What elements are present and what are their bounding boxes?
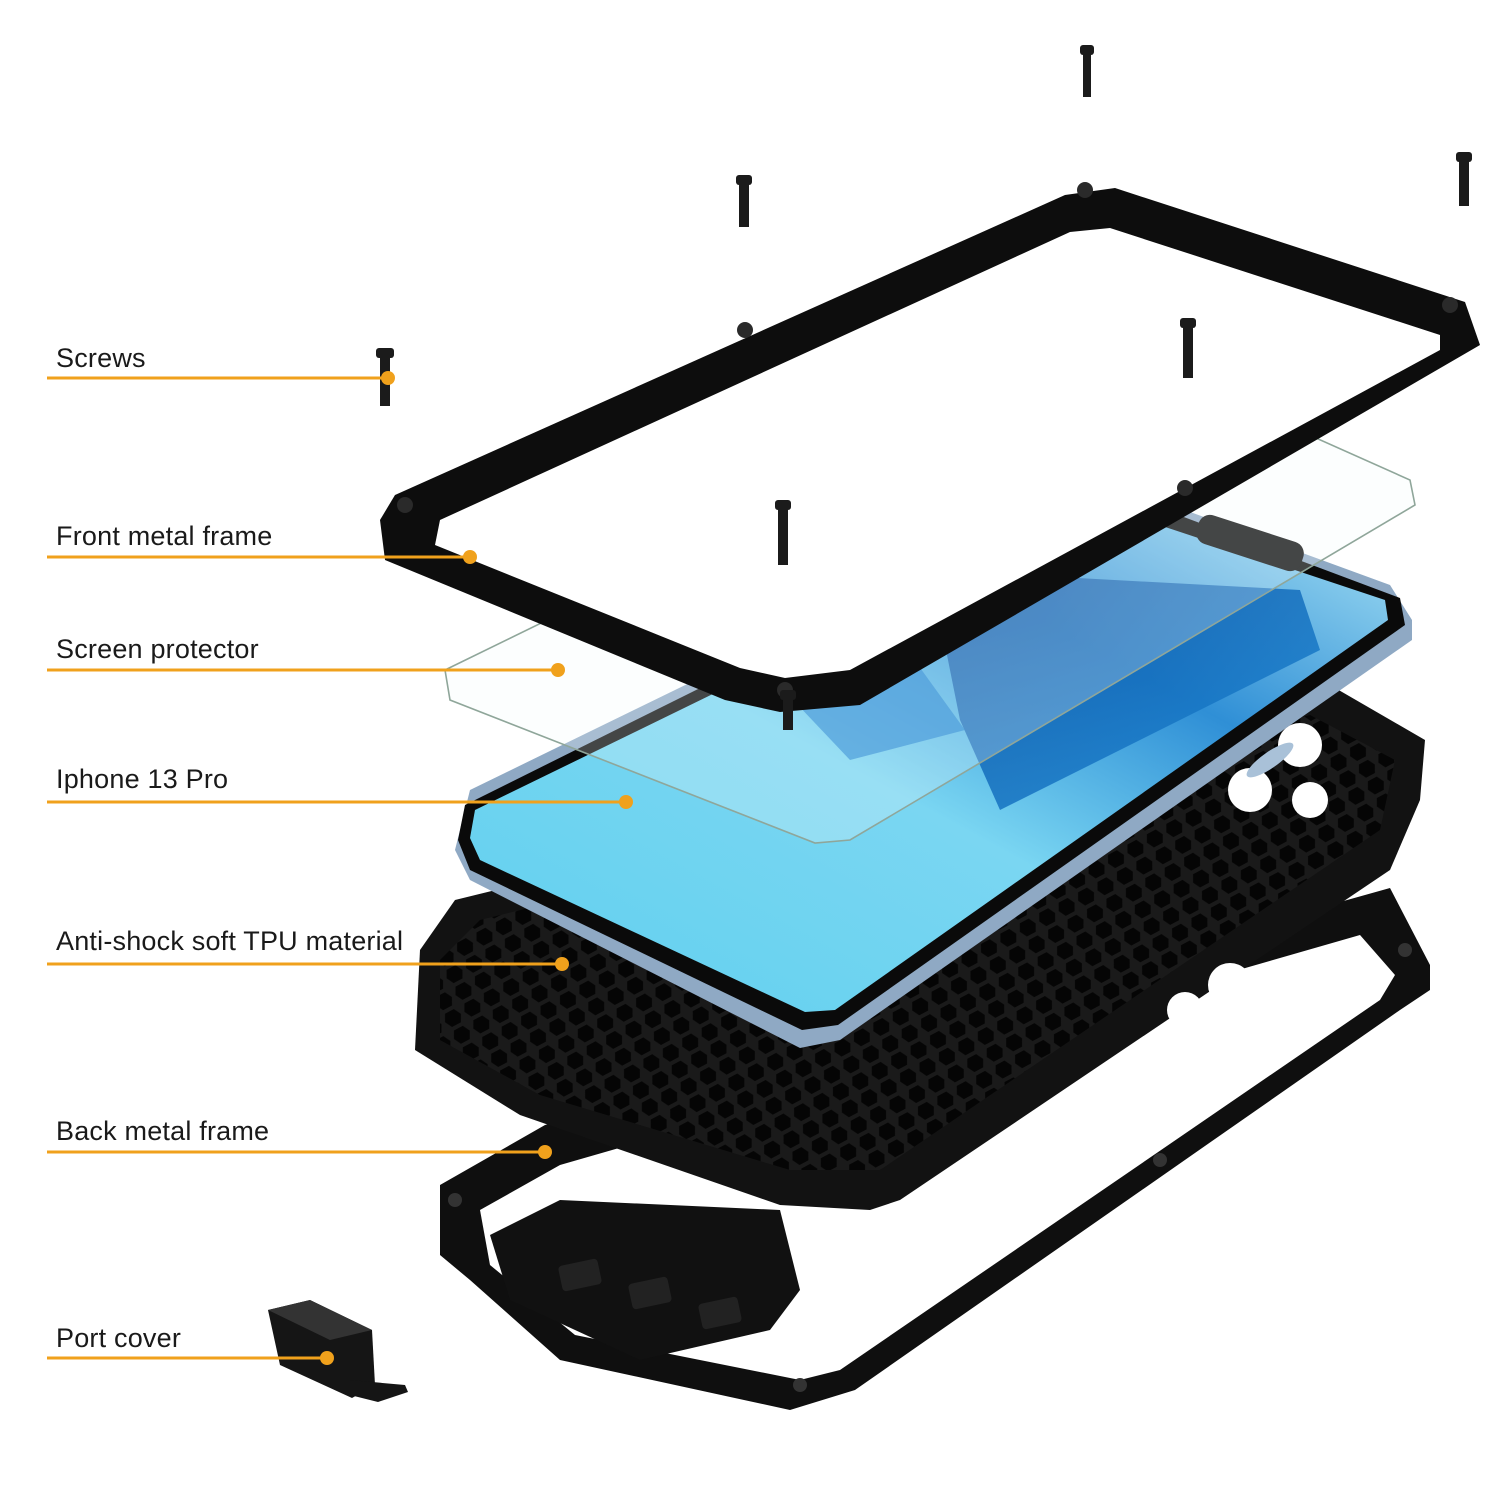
label-port-cover: Port cover xyxy=(56,1323,182,1353)
iphone-13-pro xyxy=(455,490,1412,1048)
screw xyxy=(1180,318,1196,378)
screw xyxy=(1456,152,1472,206)
screw xyxy=(780,690,796,730)
label-iphone: Iphone 13 Pro xyxy=(56,764,229,794)
screw xyxy=(376,348,394,406)
label-screws: Screws xyxy=(56,343,146,373)
label-tpu: Anti-shock soft TPU material xyxy=(56,926,404,956)
label-screen-protector: Screen protector xyxy=(56,634,259,664)
label-front-metal-frame: Front metal frame xyxy=(56,521,273,551)
screw xyxy=(1080,45,1094,97)
screw xyxy=(736,175,752,227)
screw xyxy=(775,500,791,565)
label-back-metal-frame: Back metal frame xyxy=(56,1116,270,1146)
port-cover xyxy=(268,1300,408,1402)
